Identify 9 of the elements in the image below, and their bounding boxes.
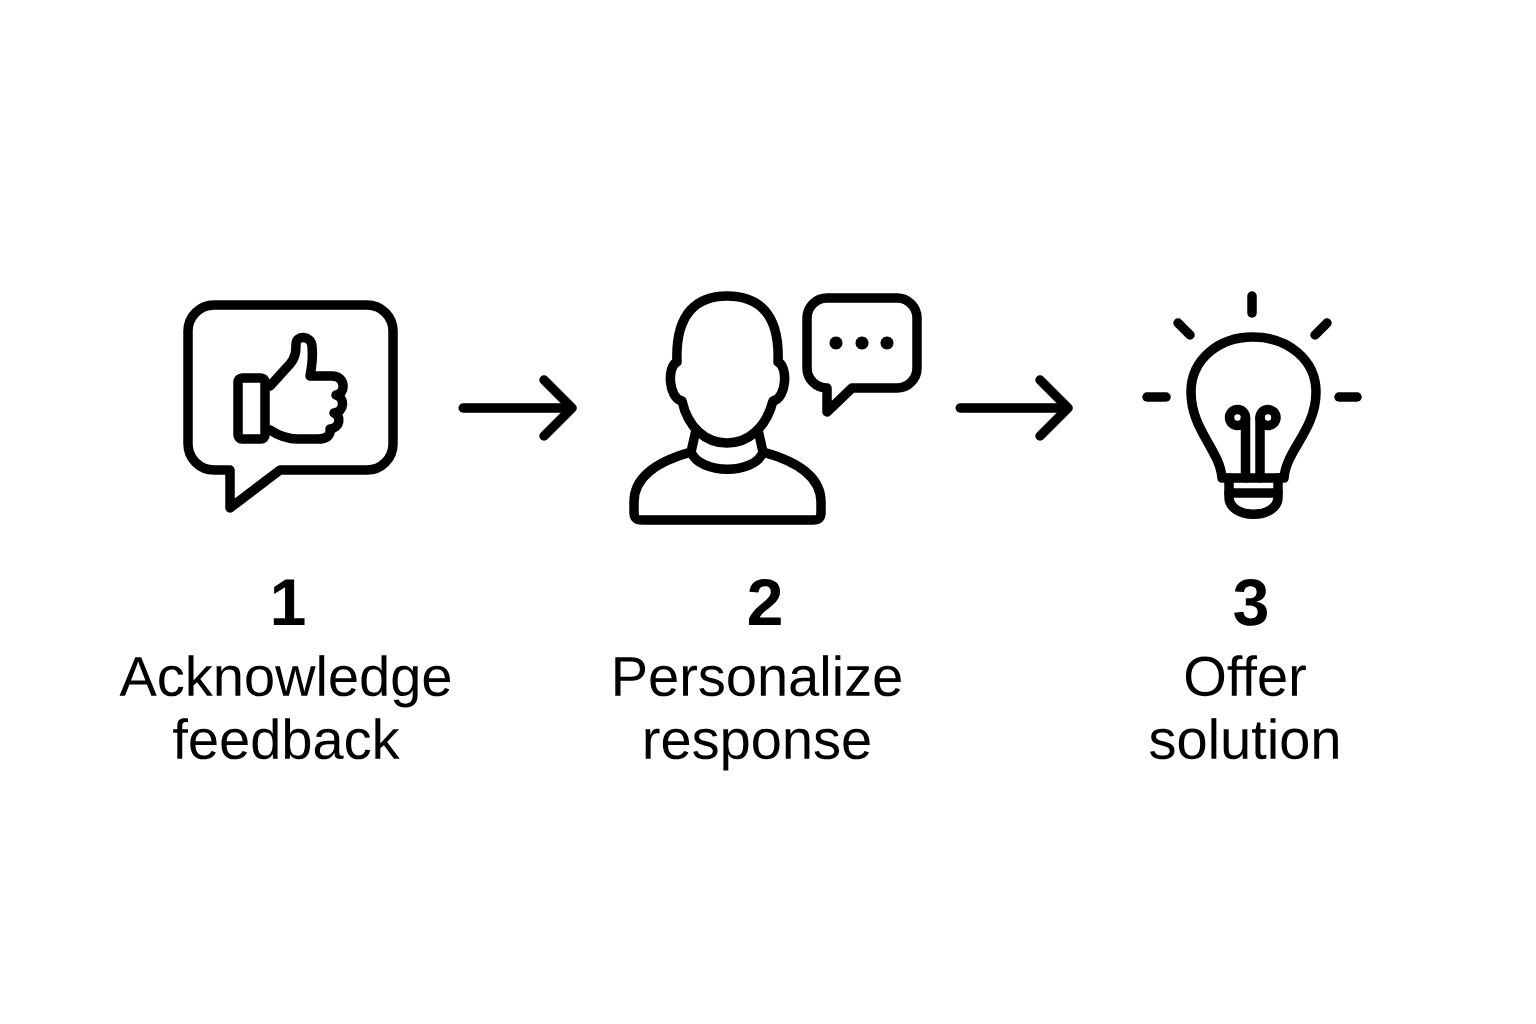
step-number: 1 xyxy=(273,579,305,625)
lightbulb-icon xyxy=(1142,291,1362,519)
step-number: 3 xyxy=(1234,578,1267,626)
thumbs-up-bubble-icon xyxy=(183,300,398,513)
step-label: Offer solution xyxy=(1150,655,1338,760)
step-label: Personalize response xyxy=(615,655,901,771)
step-label: Acknowledge feedback xyxy=(119,655,450,760)
step-number: 2 xyxy=(748,578,781,625)
person-speech-bubble-icon xyxy=(629,291,922,525)
